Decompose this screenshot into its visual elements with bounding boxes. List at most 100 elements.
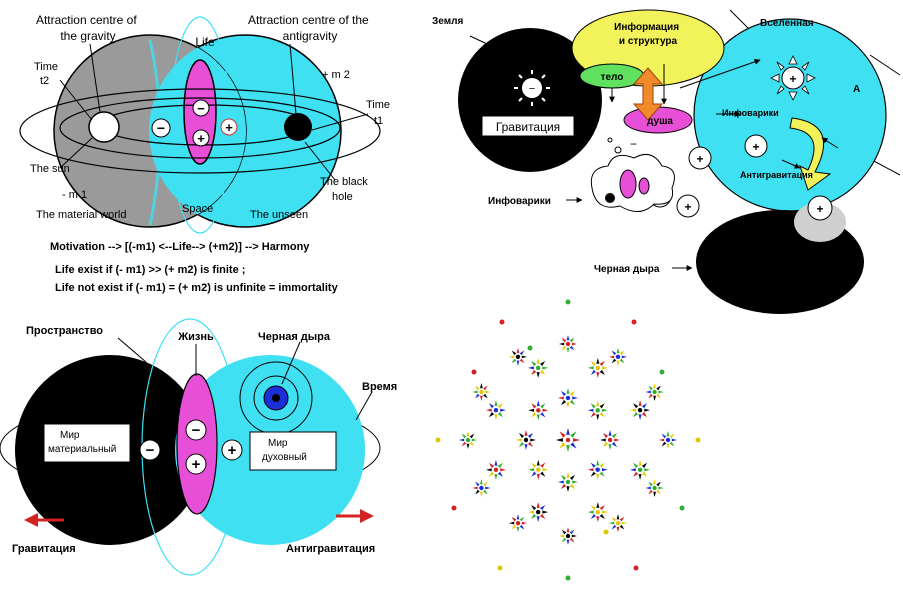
black-hole-core [272, 394, 280, 402]
label-letter-a: А [853, 84, 860, 95]
panel-gravity-antigravity-en: − − + + Attraction centre of the gravity… [19, 13, 393, 294]
svg-text:+: + [789, 72, 796, 86]
universe-star-icon: + [770, 55, 816, 101]
life-minus-circle [192, 99, 210, 117]
pattern-flower [459, 431, 477, 449]
pointer-lines-p1 [59, 43, 369, 181]
life-minus-p3: − [192, 422, 201, 439]
red-arrow-left [24, 513, 64, 527]
pattern-flower [609, 347, 627, 366]
pattern-flower [528, 459, 549, 480]
black-hole-plus-circle [807, 195, 833, 221]
pattern-flower [528, 400, 549, 421]
label-time-t1: Time t1 [366, 99, 393, 127]
label-life: Life [195, 35, 215, 49]
life-lens-p3 [176, 373, 218, 515]
label-infovariki-right: Инфоварики [722, 108, 779, 118]
cloud-dot [605, 193, 615, 203]
pattern-dot [659, 369, 665, 375]
pattern-flower [587, 400, 608, 421]
plus-sign: + [225, 120, 233, 135]
pattern-flower [485, 400, 506, 421]
label-gravitatsiya-p2: Гравитация [496, 120, 560, 134]
svg-text:+: + [684, 200, 691, 214]
pattern-flower [559, 335, 577, 353]
pattern-flower [587, 502, 608, 523]
pattern-flower [509, 514, 527, 533]
minus-sign-p3: − [146, 442, 155, 459]
life-plus-sign: + [197, 131, 205, 146]
pattern-flower [630, 400, 651, 421]
pattern-flower [630, 459, 651, 480]
pattern-flower [558, 472, 578, 492]
black-hole-ring-inner [253, 375, 299, 421]
life-plus-p3: + [192, 456, 201, 473]
pattern-dot [471, 369, 477, 375]
black-hole-glow [794, 202, 846, 242]
label-vremya: Время [362, 381, 397, 393]
cloud-soul-2 [638, 177, 650, 195]
life-plus-circle-p3 [185, 453, 207, 475]
pattern-dot [527, 345, 533, 351]
earth-sun-icon: − [514, 70, 550, 106]
label-chernaya-dyra-p2: Черная дыра [594, 264, 660, 275]
label-info-structure: Информация и структура [614, 21, 682, 47]
label-plus-m2: + m 2 [322, 69, 350, 81]
label-the-unseen: The unseen [250, 209, 308, 221]
pattern-dot [695, 437, 701, 443]
label-infovariki-left: Инфоварики [488, 195, 551, 207]
orange-double-arrow [632, 67, 664, 121]
label-the-sun: The sun [30, 163, 70, 175]
sun [88, 111, 120, 143]
spiritual-world-box [249, 431, 337, 471]
label-telo: тело [601, 72, 624, 83]
formula-text: Motivation --> [(-m1) <--Life--> (+m2)] … [50, 241, 339, 294]
svg-text:+: + [696, 152, 703, 166]
cloud-soul-1 [619, 169, 637, 199]
label-antigravitatsiya-p3: Антигравитация [286, 543, 375, 555]
pattern-flower [485, 459, 506, 480]
pattern-flower [600, 430, 620, 450]
label-attraction-gravity: Attraction centre of the gravity [36, 13, 140, 43]
pattern-flower [587, 357, 608, 378]
pattern-dot [633, 565, 639, 571]
label-vselennaya: Вселенная [760, 18, 814, 29]
svg-text:−: − [529, 83, 535, 95]
pattern-flower [559, 527, 577, 545]
pattern-dot [603, 529, 609, 535]
label-time-t2: Time t2 [34, 61, 61, 87]
pattern-flower [645, 383, 664, 401]
pattern-flower [609, 514, 627, 533]
pattern-flower [472, 383, 491, 401]
life-minus-circle-p3 [185, 419, 207, 441]
pattern-flower [528, 502, 549, 523]
label-prostranstvo: Пространство [26, 325, 103, 337]
pattern-flower [509, 347, 527, 366]
pattern-dot [497, 565, 503, 571]
label-attraction-antigravity: Attraction centre of the antigravity [248, 13, 372, 43]
label-minus-m1: - m 1 [62, 189, 87, 201]
minus-sign: − [157, 120, 165, 136]
pattern-flower [587, 459, 608, 480]
yellow-curved-arrow [789, 117, 832, 191]
label-mir-materialny: Мир материальный [48, 430, 116, 455]
pattern-flower [528, 357, 549, 378]
plus-circle-p3 [221, 439, 243, 461]
pattern-flower [472, 479, 491, 497]
pattern-dot [435, 437, 441, 443]
cloud-bubble-2 [607, 137, 613, 143]
label-gravitatsiya-p3: Гравитация [12, 543, 76, 555]
cloud-bubble-1 [614, 146, 622, 154]
label-black-hole: The black hole [320, 176, 371, 203]
label-chernaya-dyra-p3: Черная дыра [258, 331, 331, 343]
pattern-flower [516, 430, 536, 450]
pattern-flower [558, 388, 578, 408]
pattern-flower [645, 479, 664, 497]
label-antigravitatsiya-p2: Антигравитация [740, 170, 813, 180]
material-world-box [43, 423, 131, 463]
label-space: Space [182, 203, 213, 215]
minus-circle-p3 [139, 439, 161, 461]
panel-information-structure-ru: − Гравитация + + + + + [432, 9, 901, 314]
pattern-flower [659, 431, 677, 449]
